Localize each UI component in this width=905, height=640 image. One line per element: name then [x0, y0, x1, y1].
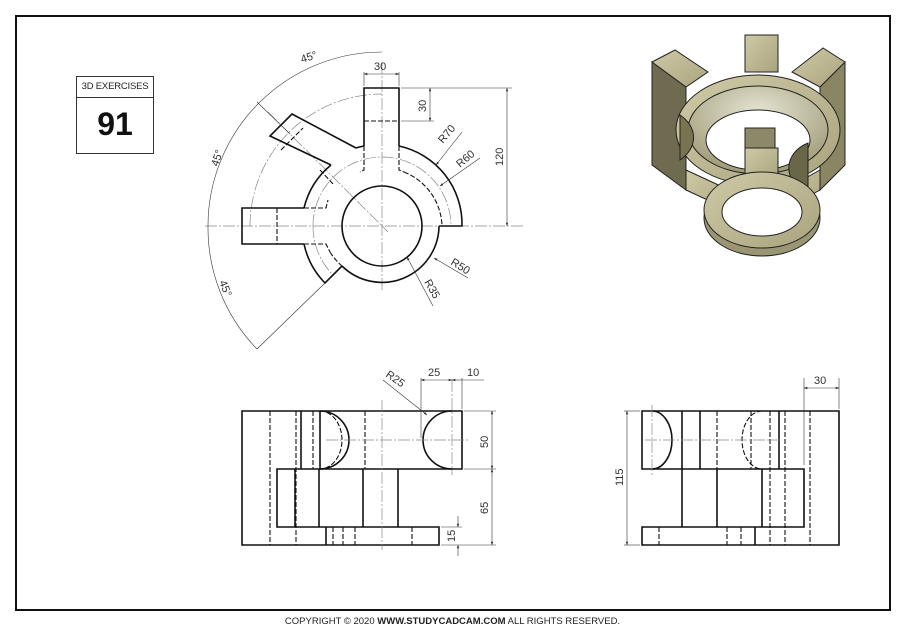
dim-r70: R70 — [436, 123, 458, 146]
dim-r25: R25 — [383, 369, 406, 390]
dim-height-120: 120 — [494, 148, 506, 166]
dim-h115: 115 — [614, 468, 626, 486]
dim-arm-length: 30 — [417, 100, 429, 112]
dim-angle-top: 45° — [299, 49, 319, 66]
side-view: 30 115 — [614, 375, 840, 546]
dim-w10: 10 — [467, 367, 479, 379]
side-outline — [641, 410, 840, 546]
copyright-suffix: ALL RIGHTS RESERVED. — [505, 616, 621, 627]
copyright-site: WWW.STUDYCADCAM.COM — [377, 616, 506, 627]
dim-r60: R60 — [454, 148, 477, 170]
dim-angle-bottom: 45° — [216, 279, 233, 299]
vertical-arm — [363, 87, 400, 146]
r70-arc-lower — [303, 243, 343, 285]
copyright-prefix: COPYRIGHT © 2020 — [284, 616, 378, 627]
copyright-footer: COPYRIGHT © 2020 WWW.STUDYCADCAM.COM ALL… — [0, 616, 905, 627]
dim-h50: 50 — [479, 436, 491, 448]
dim-r50: R50 — [448, 256, 471, 277]
exercise-number: 91 — [97, 106, 133, 142]
drawing-frame — [15, 15, 891, 611]
inner-bore-circle — [341, 185, 423, 267]
dim-h65: 65 — [479, 502, 491, 514]
r70-arc — [398, 145, 463, 227]
badge-header: 3D EXERCISES — [77, 77, 153, 98]
dim-h15: 15 — [446, 530, 458, 542]
r60-arc-center — [312, 156, 383, 227]
pitch-arc — [249, 93, 383, 227]
dim-arm-width: 30 — [374, 61, 386, 73]
r50-arc — [341, 225, 440, 284]
top-view: 30 30 120 R70 R60 R50 R35 45° 45° 45° — [205, 49, 525, 350]
dim-w30: 30 — [814, 375, 826, 387]
horizontal-arm — [241, 207, 304, 245]
exercise-badge: 3D EXERCISES 91 — [76, 76, 154, 154]
front-view: 25 10 R25 50 65 15 — [241, 367, 496, 556]
isometric-3d-model — [651, 34, 846, 257]
front-outline — [241, 410, 463, 546]
dim-r35: R35 — [421, 278, 441, 301]
dim-w25: 25 — [428, 367, 440, 379]
dim-angle-mid: 45° — [209, 148, 226, 168]
